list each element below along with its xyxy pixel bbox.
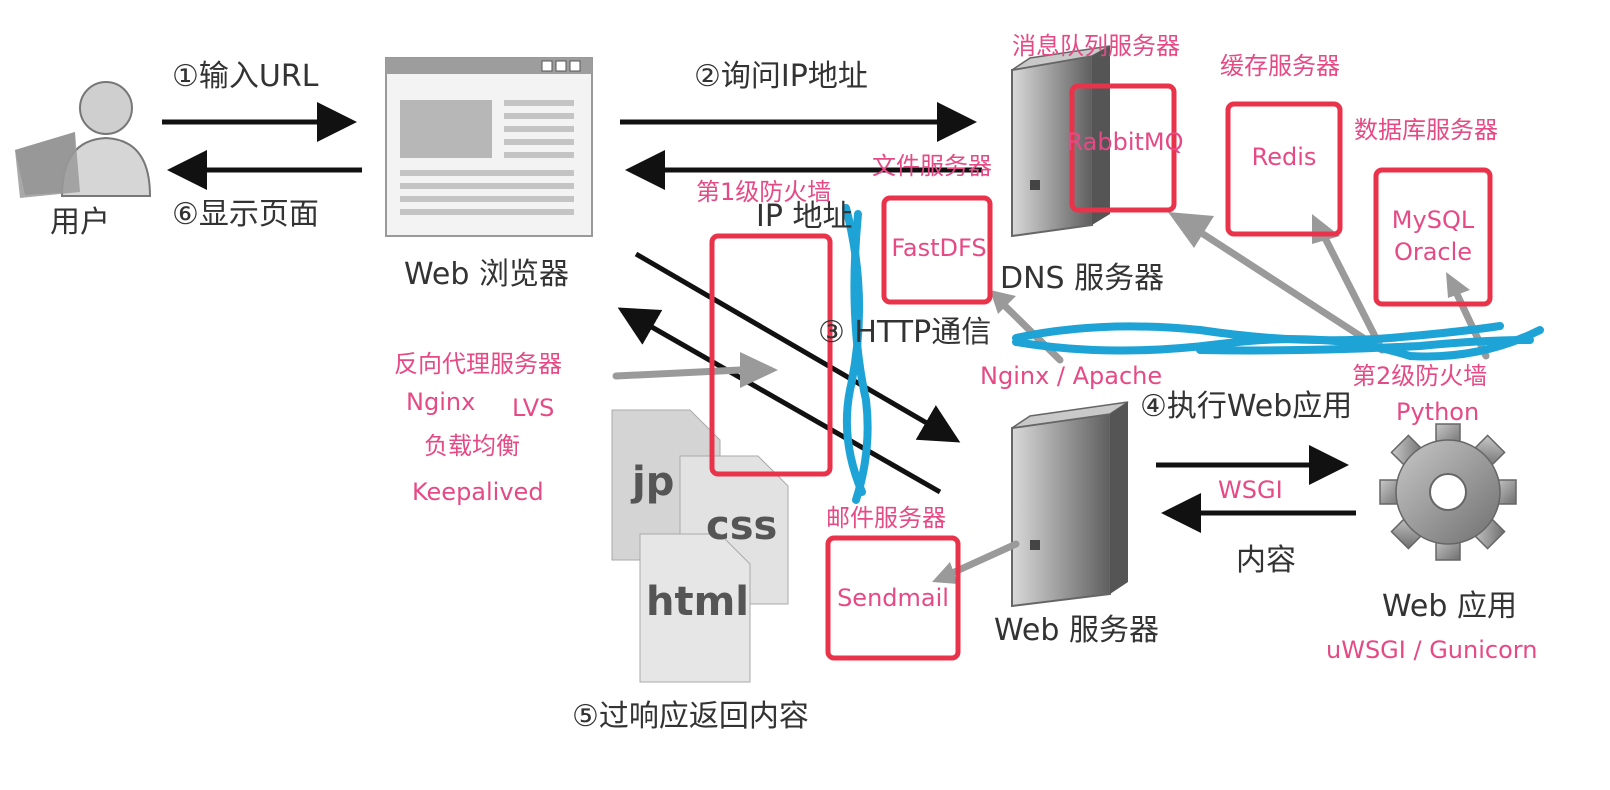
firewall1-label: 第1级防火墙 [696,178,832,206]
css-file-label: css [706,503,778,549]
html-file-label: html [646,579,749,625]
web-app-gear-icon [1379,423,1517,561]
cache-title: 缓存服务器 [1220,52,1340,80]
firewall2-label: 第2级防火墙 [1352,362,1488,390]
load-balance-label: 负载均衡 [424,432,520,460]
redis-label: Redis [1251,143,1317,171]
web-server-icon [1011,401,1129,608]
db-title: 数据库服务器 [1354,116,1498,144]
firewall1-box [709,233,833,477]
nginx-apache-label: Nginx / Apache [980,362,1163,390]
step3-label: ③ HTTP通信 [818,315,992,350]
sendmail-label: Sendmail [837,584,949,612]
user-icon [15,81,152,198]
sendmail-box [825,535,961,661]
content-label: 内容 [1236,543,1296,578]
redis-box [1225,101,1343,237]
dns-label: DNS 服务器 [1000,261,1165,296]
annotation-arrows [612,212,1490,584]
annotation-boxes [709,83,1493,661]
step6-label: ⑥显示页面 [172,197,319,232]
rabbitmq-label: RabbitMQ [1066,128,1184,156]
mail-title: 邮件服务器 [826,504,946,532]
oracle-label: Oracle [1393,238,1473,266]
browser-window-icon [385,57,593,237]
html-file-icon [639,533,751,683]
wsgi-label: WSGI [1218,476,1283,504]
step1-label: ①输入URL [172,59,319,94]
browser-label: Web 浏览器 [404,257,569,292]
fastdfs-label: FastDFS [891,234,987,262]
ip-reply-label: IP 地址 [756,199,853,234]
firewall-marker-lines [842,204,1544,504]
proxy-nginx-label: Nginx [406,388,476,416]
db-box [1373,167,1493,307]
user-label: 用户 [50,205,110,240]
step4-label: ④执行Web应用 [1140,389,1353,424]
proxy-title: 反向代理服务器 [394,350,562,378]
python-label: Python [1396,398,1480,426]
step2-label: ②询问IP地址 [694,59,868,94]
fastdfs-box [881,195,993,305]
step5-label: ⑤过响应返回内容 [572,699,809,734]
web-server-label: Web 服务器 [994,613,1159,648]
keepalived-label: Keepalived [412,478,544,506]
proxy-lvs-label: LVS [512,394,555,422]
rabbitmq-box [1069,83,1177,213]
jpg-file-label: jp [632,459,675,505]
web-app-label: Web 应用 [1382,589,1517,624]
uwsgi-label: uWSGI / Gunicorn [1326,636,1538,664]
mysql-label: MySQL [1391,206,1475,234]
mq-title: 消息队列服务器 [1012,32,1180,60]
flow-arrows [162,102,1356,533]
file-title: 文件服务器 [872,152,992,180]
